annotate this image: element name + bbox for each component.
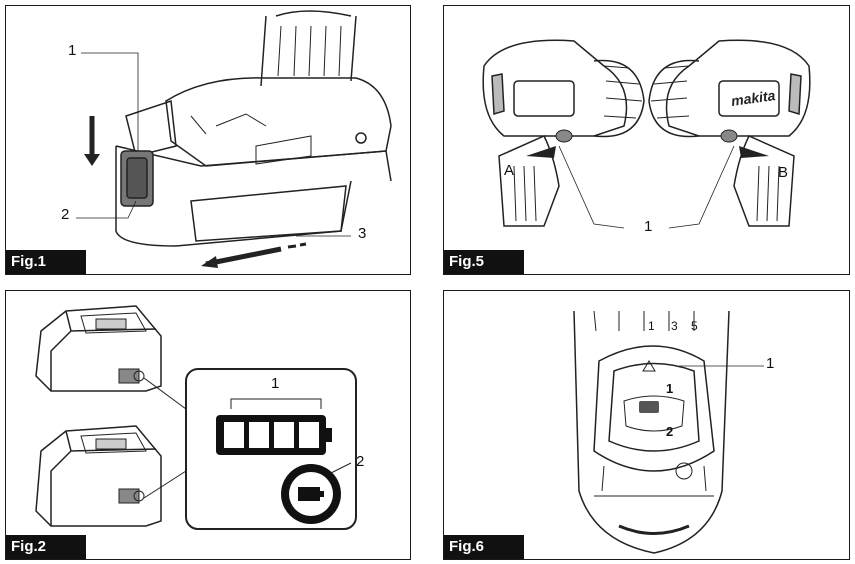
callout-1: 1 <box>644 218 653 235</box>
speed-mark-3: 3 <box>671 319 678 333</box>
callout-a: A <box>504 162 515 179</box>
speed-mark-1: 1 <box>648 319 655 333</box>
speed-mark-5: 5 <box>691 319 698 333</box>
battery-insertion-illustration <box>76 10 392 268</box>
callout-2: 2 <box>61 206 70 223</box>
figure-label: Fig.2 <box>6 535 86 559</box>
figure-label: Fig.6 <box>444 535 524 559</box>
figure-2-panel: 1 2 Fig.2 <box>5 290 411 560</box>
reversing-switch-illustration <box>482 39 811 229</box>
callout-2: 2 <box>356 453 365 470</box>
speed-selector-illustration <box>573 310 764 554</box>
callout-1: 1 <box>68 42 77 59</box>
figure-6-panel: 1 3 5 1 2 1 Fig.6 <box>443 290 850 560</box>
figure-label: Fig.1 <box>6 250 86 274</box>
battery-indicator-illustration <box>35 305 357 530</box>
figure-5-panel: makita A B 1 Fig.5 <box>443 5 850 275</box>
dial-mark-2: 2 <box>666 424 674 439</box>
dial-mark-1: 1 <box>666 381 674 396</box>
callout-3: 3 <box>358 225 367 242</box>
figure-label: Fig.5 <box>444 250 524 274</box>
callout-1: 1 <box>766 355 775 372</box>
callout-b: B <box>778 164 789 181</box>
figure-1-panel: 1 2 3 Fig.1 <box>5 5 411 275</box>
callout-1: 1 <box>271 375 280 392</box>
